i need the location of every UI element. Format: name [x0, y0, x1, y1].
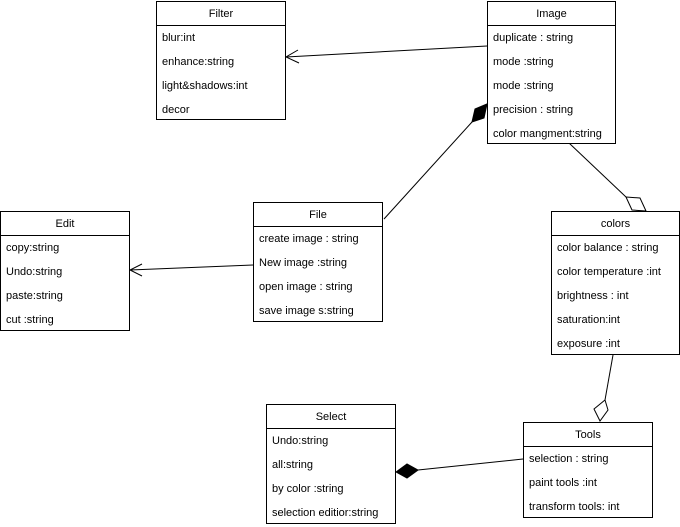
class-tools-attr: paint tools :int: [529, 477, 597, 489]
class-select-attr: by color :string: [272, 483, 344, 495]
class-image-attr: mode :string: [493, 80, 554, 92]
class-file-attr: save image s:string: [259, 305, 354, 317]
class-file-attr: New image :string: [259, 257, 348, 269]
composition-diamond-image: [471, 103, 488, 123]
class-colors-name: colors: [552, 212, 679, 236]
class-filter-attr: enhance:string: [162, 56, 235, 68]
class-select-attr: selection editior:string: [272, 507, 379, 519]
class-file-name: File: [254, 203, 382, 227]
class-filter-attr: light&shadows:int: [162, 80, 248, 92]
class-filter: Filter blur:int enhance:string light&sha…: [156, 1, 286, 120]
class-colors-attr: brightness : int: [557, 290, 629, 302]
association-file-edit: [129, 264, 254, 271]
class-select-attr: Undo:string: [272, 435, 329, 447]
class-image-attr: precision : string: [493, 104, 574, 116]
class-image-name: Image: [488, 2, 615, 26]
class-file: File create image : string New image :st…: [253, 202, 383, 322]
aggregation-image-colors: [568, 142, 627, 198]
composition-tools-select: [417, 458, 524, 471]
class-select-name: Select: [267, 405, 395, 429]
class-tools-name: Tools: [524, 423, 652, 447]
class-colors-attr: saturation:int: [557, 314, 620, 326]
class-image: Image duplicate : string mode :string mo…: [487, 1, 616, 144]
class-edit: Edit copy:string Undo:string paste:strin…: [0, 211, 130, 331]
class-filter-name: Filter: [157, 2, 285, 26]
aggregation-colors-tools: [604, 354, 614, 401]
class-image-attr: color mangment:string: [493, 128, 602, 140]
class-image-attr: mode :string: [493, 56, 554, 68]
association-image-filter: [285, 45, 488, 58]
class-edit-name: Edit: [1, 212, 129, 236]
class-tools-attr: transform tools: int: [529, 501, 620, 513]
arrowhead-edit: [128, 263, 143, 277]
composition-file-image: [383, 121, 473, 220]
class-edit-attr: paste:string: [6, 290, 63, 302]
class-filter-attr: blur:int: [162, 32, 196, 44]
class-colors: colors color balance : string color temp…: [551, 211, 680, 355]
class-file-attr: open image : string: [259, 281, 353, 293]
class-select: Select Undo:string all:string by color :…: [266, 404, 396, 524]
class-select-attr: all:string: [272, 459, 313, 471]
class-colors-attr: color balance : string: [557, 242, 659, 254]
aggregation-diamond-tools: [593, 399, 609, 422]
class-edit-attr: cut :string: [6, 314, 54, 326]
class-edit-attr: copy:string: [6, 242, 60, 254]
class-edit-attr: Undo:string: [6, 266, 63, 278]
aggregation-diamond-colors: [625, 196, 647, 212]
class-file-attr: create image : string: [259, 233, 359, 245]
arrowhead-filter: [284, 49, 300, 64]
class-image-attr: duplicate : string: [493, 32, 574, 44]
class-colors-attr: exposure :int: [557, 338, 620, 350]
class-tools: Tools selection : string paint tools :in…: [523, 422, 653, 518]
class-tools-attr: selection : string: [529, 453, 609, 465]
class-filter-attr: decor: [162, 104, 190, 116]
class-colors-attr: color temperature :int: [557, 266, 661, 278]
composition-diamond-select: [395, 463, 419, 479]
